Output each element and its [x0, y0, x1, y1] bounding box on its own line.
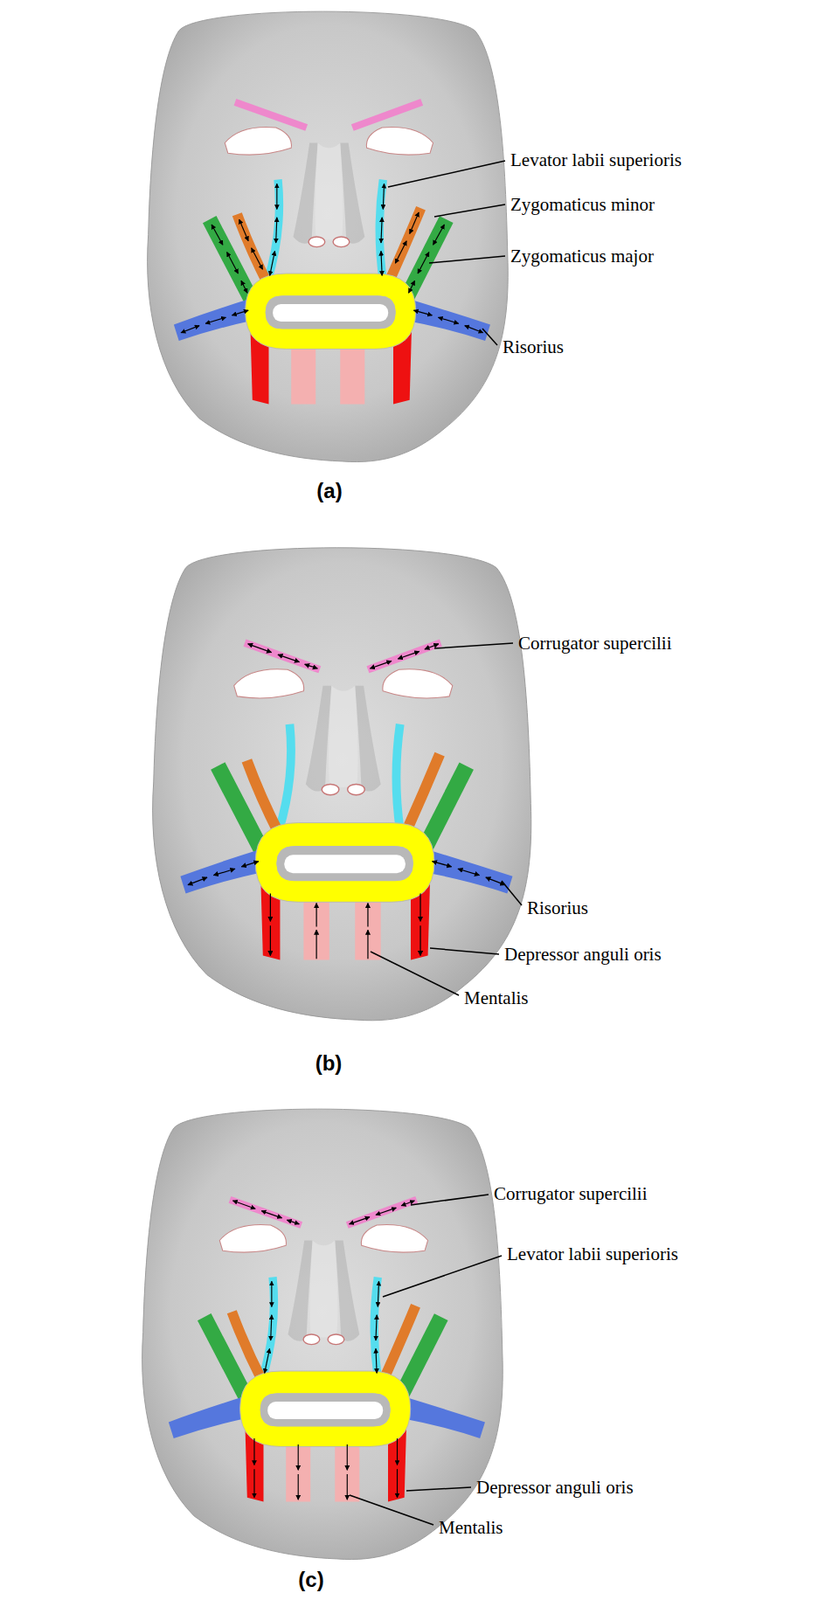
leader-line: [434, 204, 506, 217]
muscle-label: Depressor anguli oris: [504, 943, 662, 965]
face-model: [152, 547, 532, 1021]
leader-line: [370, 951, 459, 996]
face-panel-c: [142, 1109, 504, 1560]
muscle-label: Zygomaticus minor: [510, 194, 655, 215]
leader-line: [382, 1255, 502, 1297]
contraction-arrows: [316, 903, 368, 960]
panel-label: (a): [316, 478, 342, 504]
muscle-label: Zygomaticus major: [510, 245, 654, 267]
muscle-label: Corrugator supercilii: [518, 632, 673, 654]
muscle-label: Mentalis: [464, 987, 529, 1009]
muscle-label: Risorius: [502, 336, 564, 358]
contraction-arrows: [248, 644, 439, 669]
panel-label: (b): [315, 1051, 343, 1076]
contraction-arrows: [232, 1200, 415, 1225]
contraction-arrows: [239, 212, 420, 270]
contraction-arrows: [211, 224, 444, 293]
contraction-arrows: [270, 893, 421, 956]
face-model: [142, 1109, 504, 1560]
muscle-label: Risorius: [526, 897, 589, 919]
face-panel-a: [147, 11, 509, 462]
leader-line: [429, 948, 500, 955]
leader-line: [482, 328, 498, 346]
muscle-label: Levator labii superioris: [506, 1243, 679, 1265]
leader-line: [434, 643, 514, 649]
face-panel-b: [152, 547, 532, 1021]
panel-label: (c): [298, 1567, 324, 1593]
muscle-label: Depressor anguli oris: [476, 1476, 634, 1498]
leader-lines: [349, 160, 522, 1526]
muscle-label: Levator labii superioris: [510, 149, 682, 171]
contraction-arrows: [187, 861, 506, 886]
contraction-arrows: [180, 310, 484, 333]
leader-line: [388, 160, 506, 188]
leader-line: [349, 1495, 434, 1526]
muscle-label: Corrugator supercilii: [493, 1183, 648, 1205]
contraction-arrows: [264, 1281, 380, 1373]
contraction-arrows: [298, 1444, 347, 1500]
contraction-arrows: [270, 183, 385, 276]
leader-line: [410, 1194, 489, 1206]
contraction-arrows: [254, 1438, 398, 1498]
leader-line: [501, 880, 522, 906]
muscle-label: Mentalis: [438, 1517, 504, 1539]
leader-line: [429, 256, 506, 264]
face-model: [147, 11, 509, 462]
leader-line: [406, 1487, 472, 1491]
